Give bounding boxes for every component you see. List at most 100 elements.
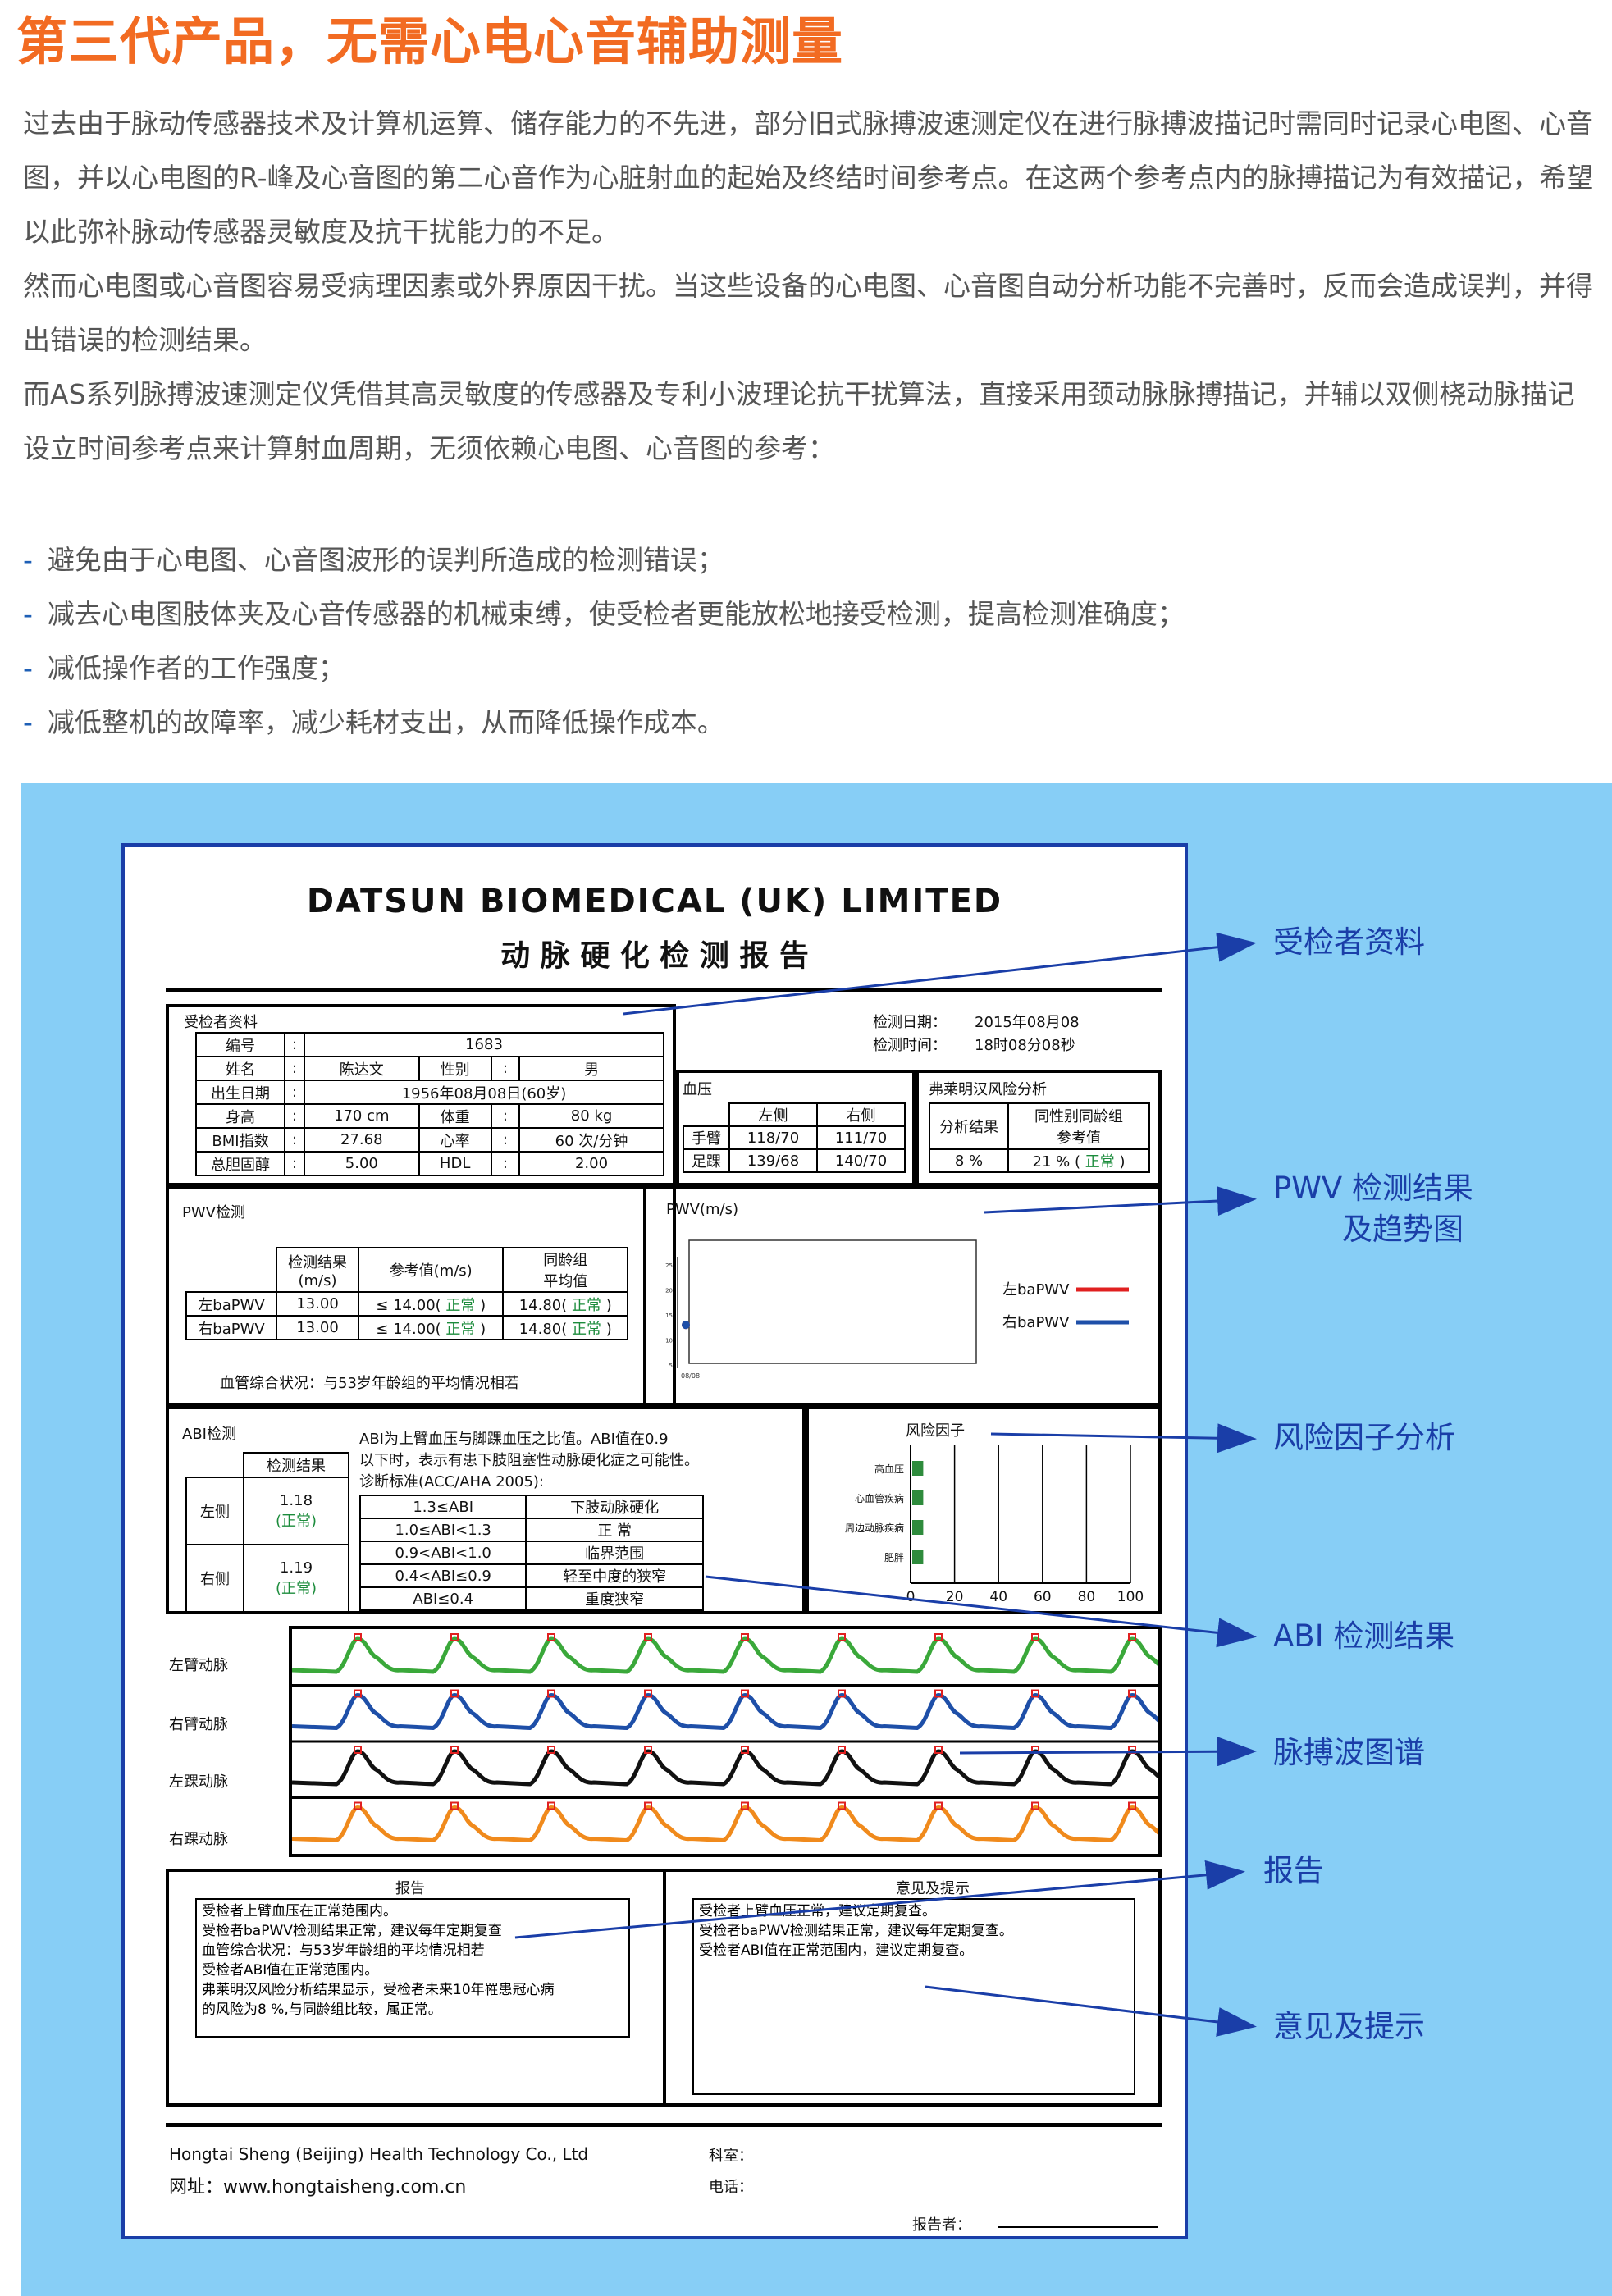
dash-icon: - <box>23 652 33 684</box>
colon: : <box>490 1056 521 1081</box>
peak-marker <box>934 1633 943 1641</box>
advice-line: 受检者ABI值在正常范围内，建议定期复查。 <box>699 1942 974 1959</box>
pwv-col-label: (m/s) <box>298 1271 337 1290</box>
peak-marker <box>1031 1689 1039 1698</box>
pwv-chart-title: PWV(m/s) <box>666 1201 738 1218</box>
framingham-box <box>916 1070 1162 1186</box>
colon: : <box>284 1080 305 1105</box>
x-tick-label: 40 <box>989 1589 1007 1605</box>
risk-title: 风险因子 <box>906 1422 965 1440</box>
peak-marker <box>644 1801 652 1810</box>
abi-title: ABI检测 <box>182 1426 236 1443</box>
list-item: -减低操作者的工作强度； <box>23 641 1185 696</box>
weight-value: 80 <box>570 1107 590 1125</box>
y-tick-label: 15 <box>665 1312 673 1319</box>
abi-criteria-range: 1.0≤ABI<1.3 <box>358 1518 527 1542</box>
list-item-text: 减去心电图肢体夹及心音传感器的机械束缚，使受检者更能放松地接受检测，提高检测准确… <box>47 598 1185 630</box>
headline: 第三代产品，无需心电心音辅助测量 <box>16 11 844 71</box>
hr-unit: 次/分钟 <box>578 1132 628 1150</box>
pwv-ref-status: 正常 <box>445 1320 476 1338</box>
abi-left-status: (正常) <box>275 1512 317 1530</box>
colon: : <box>284 1032 305 1057</box>
abi-desc: 以下时，表示有患下肢阻塞性动脉硬化症之可能性。 <box>359 1452 699 1469</box>
peak-marker <box>450 1746 459 1754</box>
chol-label: 总胆固醇 <box>195 1151 285 1176</box>
callout-pwv: PWV 检测结果 <box>1273 1171 1473 1206</box>
footer-company: Hongtai Sheng (Beijing) Health Technolog… <box>169 2144 589 2164</box>
peak-marker <box>1128 1801 1136 1810</box>
abi-criteria-meaning: 下肢动脉硬化 <box>525 1495 704 1519</box>
x-tick-label: 08/08 <box>681 1372 700 1380</box>
framingham-title: 弗莱明汉风险分析 <box>929 1081 1047 1098</box>
section-title: 受检者资料 <box>184 1014 258 1031</box>
footer-website: 网址：www.hongtaisheng.com.cn <box>169 2172 466 2198</box>
website-link: www.hongtaisheng.com.cn <box>223 2177 467 2198</box>
report-line: 受检者ABI值在正常范围内。 <box>202 1962 379 1979</box>
abi-col-label: 检测结果 <box>243 1452 349 1478</box>
bp-col-right: 右侧 <box>816 1102 906 1127</box>
advice-line: 受检者baPWV检测结果正常，建议每年定期复查。 <box>699 1923 1013 1939</box>
pwv-summary: 血管综合状况：与53岁年龄组的平均情况相若 <box>220 1375 519 1392</box>
bp-col-left: 左侧 <box>728 1102 818 1127</box>
dash-icon: - <box>23 706 33 738</box>
bp-right-value: 140/70 <box>816 1148 906 1173</box>
peak-marker <box>1128 1689 1136 1698</box>
name-value: 陈达文 <box>304 1056 420 1081</box>
advice-text-box <box>692 1898 1135 2095</box>
y-tick-label: 20 <box>665 1288 673 1294</box>
colon: : <box>284 1056 305 1081</box>
legend-label: 左baPWV <box>1002 1281 1070 1299</box>
framingham-col-label: 参考值 <box>1057 1130 1101 1147</box>
bmi-value: 27.68 <box>304 1127 420 1153</box>
left-arm-wave <box>292 1636 1158 1674</box>
divider <box>663 1869 666 2107</box>
id-label: 编号 <box>195 1032 285 1057</box>
framingham-status: 正常 <box>1085 1153 1115 1171</box>
left-ankle-wave <box>292 1749 1158 1787</box>
peak-marker <box>644 1633 652 1641</box>
risk-bar <box>912 1520 924 1535</box>
pwv-title: PWV检测 <box>182 1204 245 1221</box>
peak-marker <box>741 1689 749 1698</box>
plot-area <box>688 1239 977 1364</box>
height-label: 身高 <box>195 1103 285 1129</box>
hdl-label: HDL <box>418 1151 492 1176</box>
pwv-row-label: 左baPWV <box>185 1291 277 1317</box>
dob-label: 出生日期 <box>195 1080 285 1105</box>
pwv-chart-box <box>643 1186 1162 1406</box>
abi-criteria-meaning: 轻至中度的狭窄 <box>525 1563 704 1588</box>
report-line: 弗莱明汉风险分析结果显示，受检者未来10年罹患冠心病 <box>202 1982 555 1998</box>
test-date-label: 检测日期： <box>873 1014 947 1031</box>
colon: : <box>490 1127 521 1153</box>
website-label: 网址： <box>169 2177 224 2198</box>
divider <box>166 988 1162 992</box>
company-title: DATSUN BIOMEDICAL (UK) LIMITED <box>306 883 1003 920</box>
peak-marker <box>1031 1801 1039 1810</box>
abi-criteria-range: ABI≤0.4 <box>358 1586 527 1611</box>
pwv-value: 13.00 <box>276 1315 359 1340</box>
y-tick-label: 5 <box>669 1363 673 1369</box>
framingham-col-label: 同性别同龄组 <box>1034 1108 1123 1125</box>
framingham-row-label: 分析结果 <box>929 1102 1009 1150</box>
arrow-patient-info <box>623 932 1257 1016</box>
list-item-text: 减低整机的故障率，减少耗材支出，从而降低操作成本。 <box>47 706 724 738</box>
bp-title: 血压 <box>683 1081 712 1098</box>
peak-marker <box>838 1801 846 1810</box>
framingham-ref: 21 % <box>1032 1153 1071 1171</box>
name-label: 姓名 <box>195 1056 285 1081</box>
pwv-box <box>166 1186 676 1406</box>
list-item: -减低整机的故障率，减少耗材支出，从而降低操作成本。 <box>23 696 1185 750</box>
risk-bar <box>912 1550 924 1564</box>
intro-paragraph: 而AS系列脉搏波速测定仪凭借其高灵敏度的传感器及专利小波理论抗干扰算法，直接采用… <box>23 378 1575 464</box>
peak-marker <box>1128 1633 1136 1641</box>
peak-marker <box>741 1746 749 1754</box>
arrow-abi <box>705 1575 1257 1648</box>
colon: : <box>284 1103 305 1129</box>
